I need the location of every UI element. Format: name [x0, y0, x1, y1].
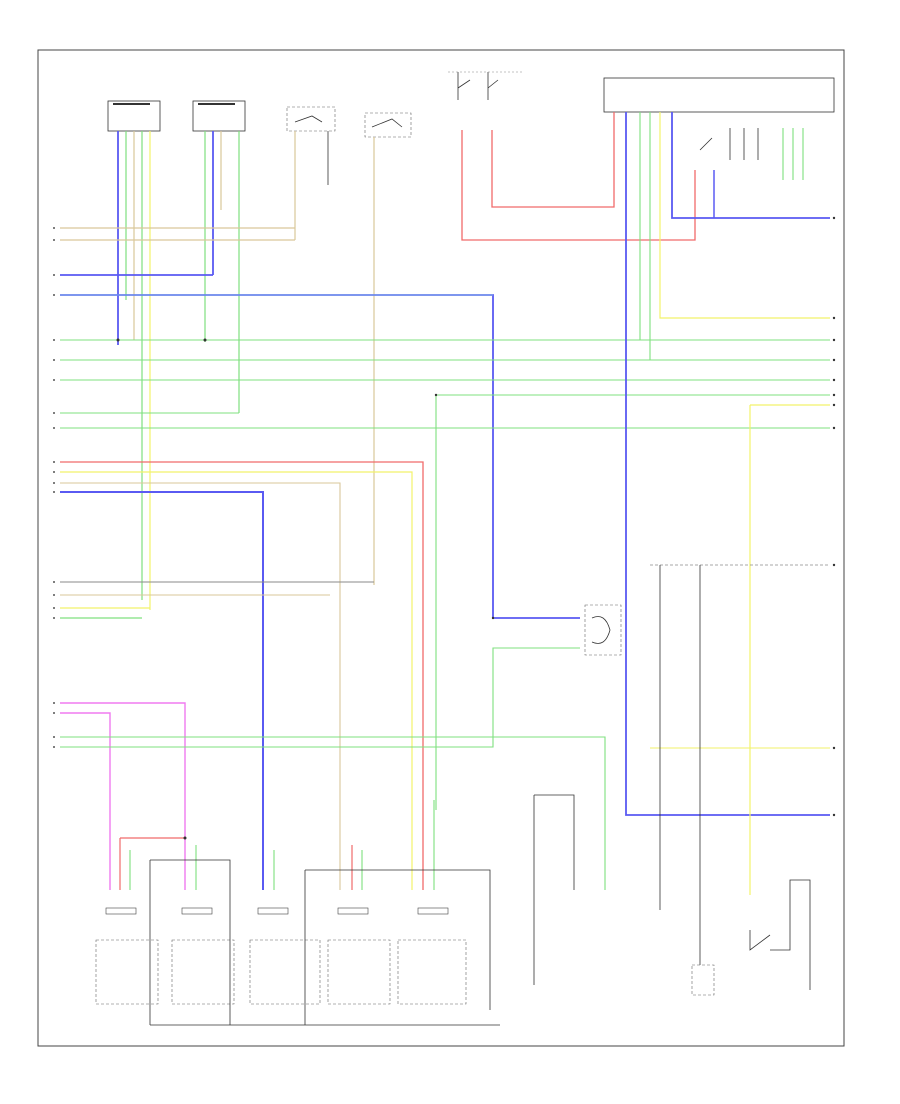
right-wires	[461, 112, 830, 965]
lower-left-wires	[60, 647, 606, 890]
module-2	[171, 939, 235, 1005]
left-wires	[60, 227, 830, 810]
right-terminals	[832, 216, 836, 817]
top-1-pins	[117, 131, 151, 610]
component-top-6	[603, 77, 835, 160]
module-1	[95, 939, 159, 1005]
component-top-1-body	[107, 100, 161, 132]
junctions	[116, 338, 495, 840]
component-top-3	[286, 106, 336, 132]
component-top-2	[192, 100, 246, 132]
bottom-component-2-body	[691, 964, 715, 996]
component-top-5	[448, 71, 522, 100]
component-top-3-body	[286, 106, 336, 132]
relay-body	[584, 604, 622, 656]
component-top-1	[107, 100, 161, 132]
component-top-2-body	[192, 100, 246, 132]
module-3	[249, 939, 321, 1005]
relay	[584, 604, 622, 656]
module-5	[397, 939, 467, 1005]
bottom-component-2	[691, 964, 715, 996]
module-4	[327, 939, 391, 1005]
diagram-frame	[37, 49, 845, 1047]
component-top-4-body	[364, 112, 412, 138]
component-top-4	[364, 112, 412, 138]
component-top-6-body	[603, 77, 835, 113]
bottom-connectors	[105, 907, 449, 915]
bottom-component-1	[533, 794, 575, 985]
bottom-component-3	[749, 879, 811, 990]
middle-wires	[60, 461, 424, 890]
bottom-modules	[95, 859, 500, 1026]
left-terminals	[53, 227, 55, 748]
top-2-pins	[204, 131, 240, 413]
